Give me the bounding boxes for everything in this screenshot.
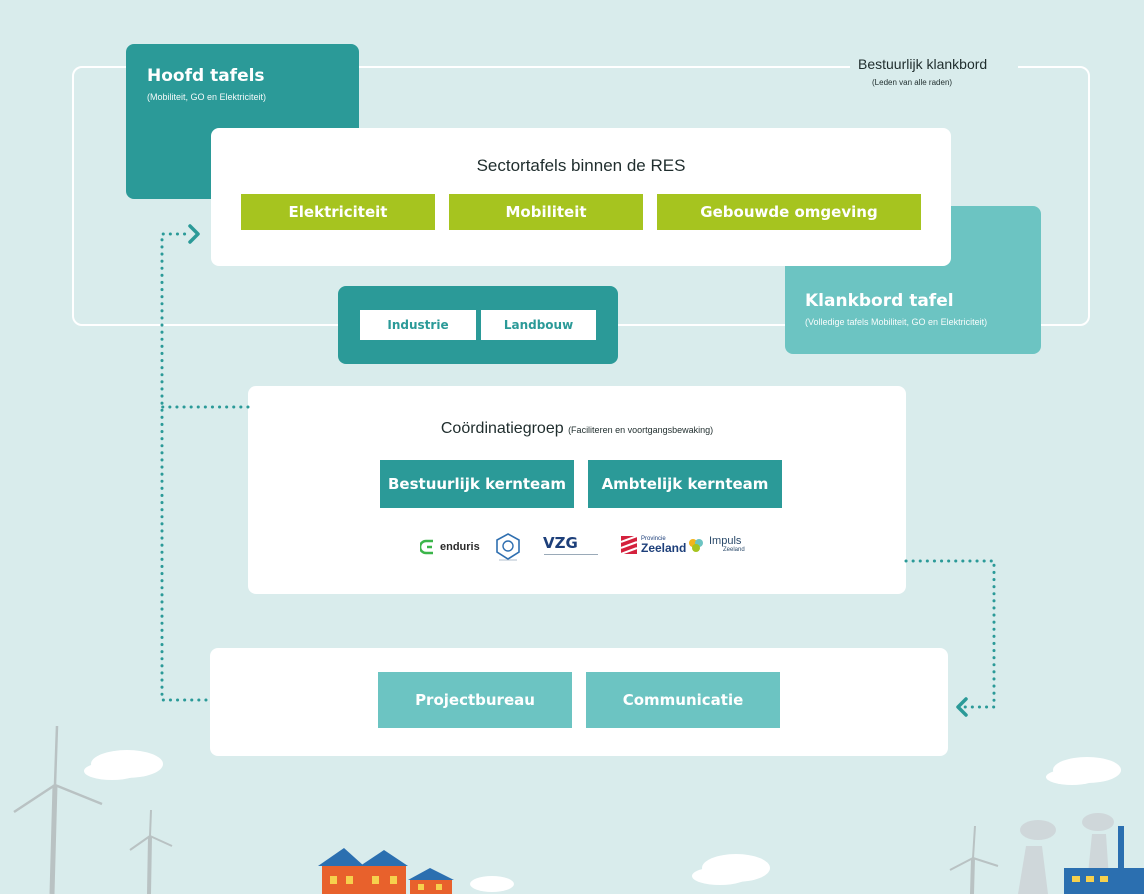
waterschap-icon	[496, 533, 520, 561]
hoofd-tafels-title: Hoofd tafels	[147, 66, 265, 86]
impuls-logo: Impuls Zeeland	[687, 536, 745, 553]
vzg-underline	[544, 554, 598, 555]
chip-industrie: Industrie	[360, 310, 476, 340]
chip-mobiliteit: Mobiliteit	[449, 194, 643, 230]
waterschap-logo	[494, 532, 522, 567]
zeeland-icon	[621, 536, 637, 554]
industrie-landbouw-box: Industrie Landbouw	[338, 286, 618, 364]
bestuurlijk-title: Bestuurlijk klankbord	[858, 56, 988, 72]
frame-label-gap	[850, 56, 1018, 76]
zeeland-small-label: Provincie	[641, 536, 666, 542]
sectortafels-title: Sectortafels binnen de RES	[476, 156, 686, 175]
right-dotted-connector	[904, 559, 996, 709]
wind-turbine-left-icon	[13, 725, 103, 894]
chip-elektriciteit: Elektriciteit	[241, 194, 435, 230]
left-dotted-connector	[160, 232, 208, 702]
impuls-small-label: Zeeland	[723, 547, 745, 553]
chip-gebouwde-omgeving: Gebouwde omgeving	[657, 194, 921, 230]
coordinatiegroep-box: Coördinatiegroep (Faciliteren en voortga…	[248, 386, 906, 594]
impuls-icon	[689, 538, 703, 552]
uitvoering-box: Projectbureau Communicatie	[210, 648, 948, 756]
wind-turbine-right-icon	[949, 825, 999, 894]
klankbord-tafel-title: Klankbord tafel	[805, 291, 954, 311]
enduris-icon	[420, 539, 433, 555]
arrowhead-left-icon	[956, 697, 968, 717]
hoofd-tafels-subtitle: (Mobiliteit, GO en Elektriciteit)	[147, 92, 267, 102]
coordinatie-title: Coördinatiegroep	[440, 420, 564, 437]
chip-projectbureau: Projectbureau	[378, 672, 572, 728]
zeeland-label: Zeeland	[641, 541, 687, 555]
chip-landbouw: Landbouw	[481, 310, 596, 340]
enduris-logo: enduris	[420, 538, 480, 556]
chip-communicatie: Communicatie	[586, 672, 780, 728]
arrowhead-right-icon	[188, 224, 200, 244]
chip-ambtelijk-kernteam: Ambtelijk kernteam	[588, 460, 782, 508]
impuls-label: Impuls	[709, 535, 742, 547]
zeeland-logo: Provincie Zeeland	[621, 536, 686, 554]
coordinatie-subtitle: (Faciliteren en voortgangsbewaking)	[568, 425, 714, 435]
coordinatie-heading: Coördinatiegroep (Faciliteren en voortga…	[248, 420, 906, 438]
wind-turbine-small-left-icon	[129, 809, 173, 894]
bestuurlijk-subtitle: (Leden van alle raden)	[872, 78, 953, 87]
factory-icon	[1018, 813, 1144, 894]
vzg-logo: VZG	[543, 534, 578, 552]
enduris-label: enduris	[440, 541, 480, 553]
chip-bestuurlijk-kernteam: Bestuurlijk kernteam	[380, 460, 574, 508]
sectortafels-box: Sectortafels binnen de RES Elektriciteit…	[211, 128, 951, 266]
houses-icon	[318, 848, 454, 894]
klankbord-tafel-subtitle: (Volledige tafels Mobiliteit, GO en Elek…	[805, 317, 988, 327]
clouds	[84, 750, 1121, 892]
